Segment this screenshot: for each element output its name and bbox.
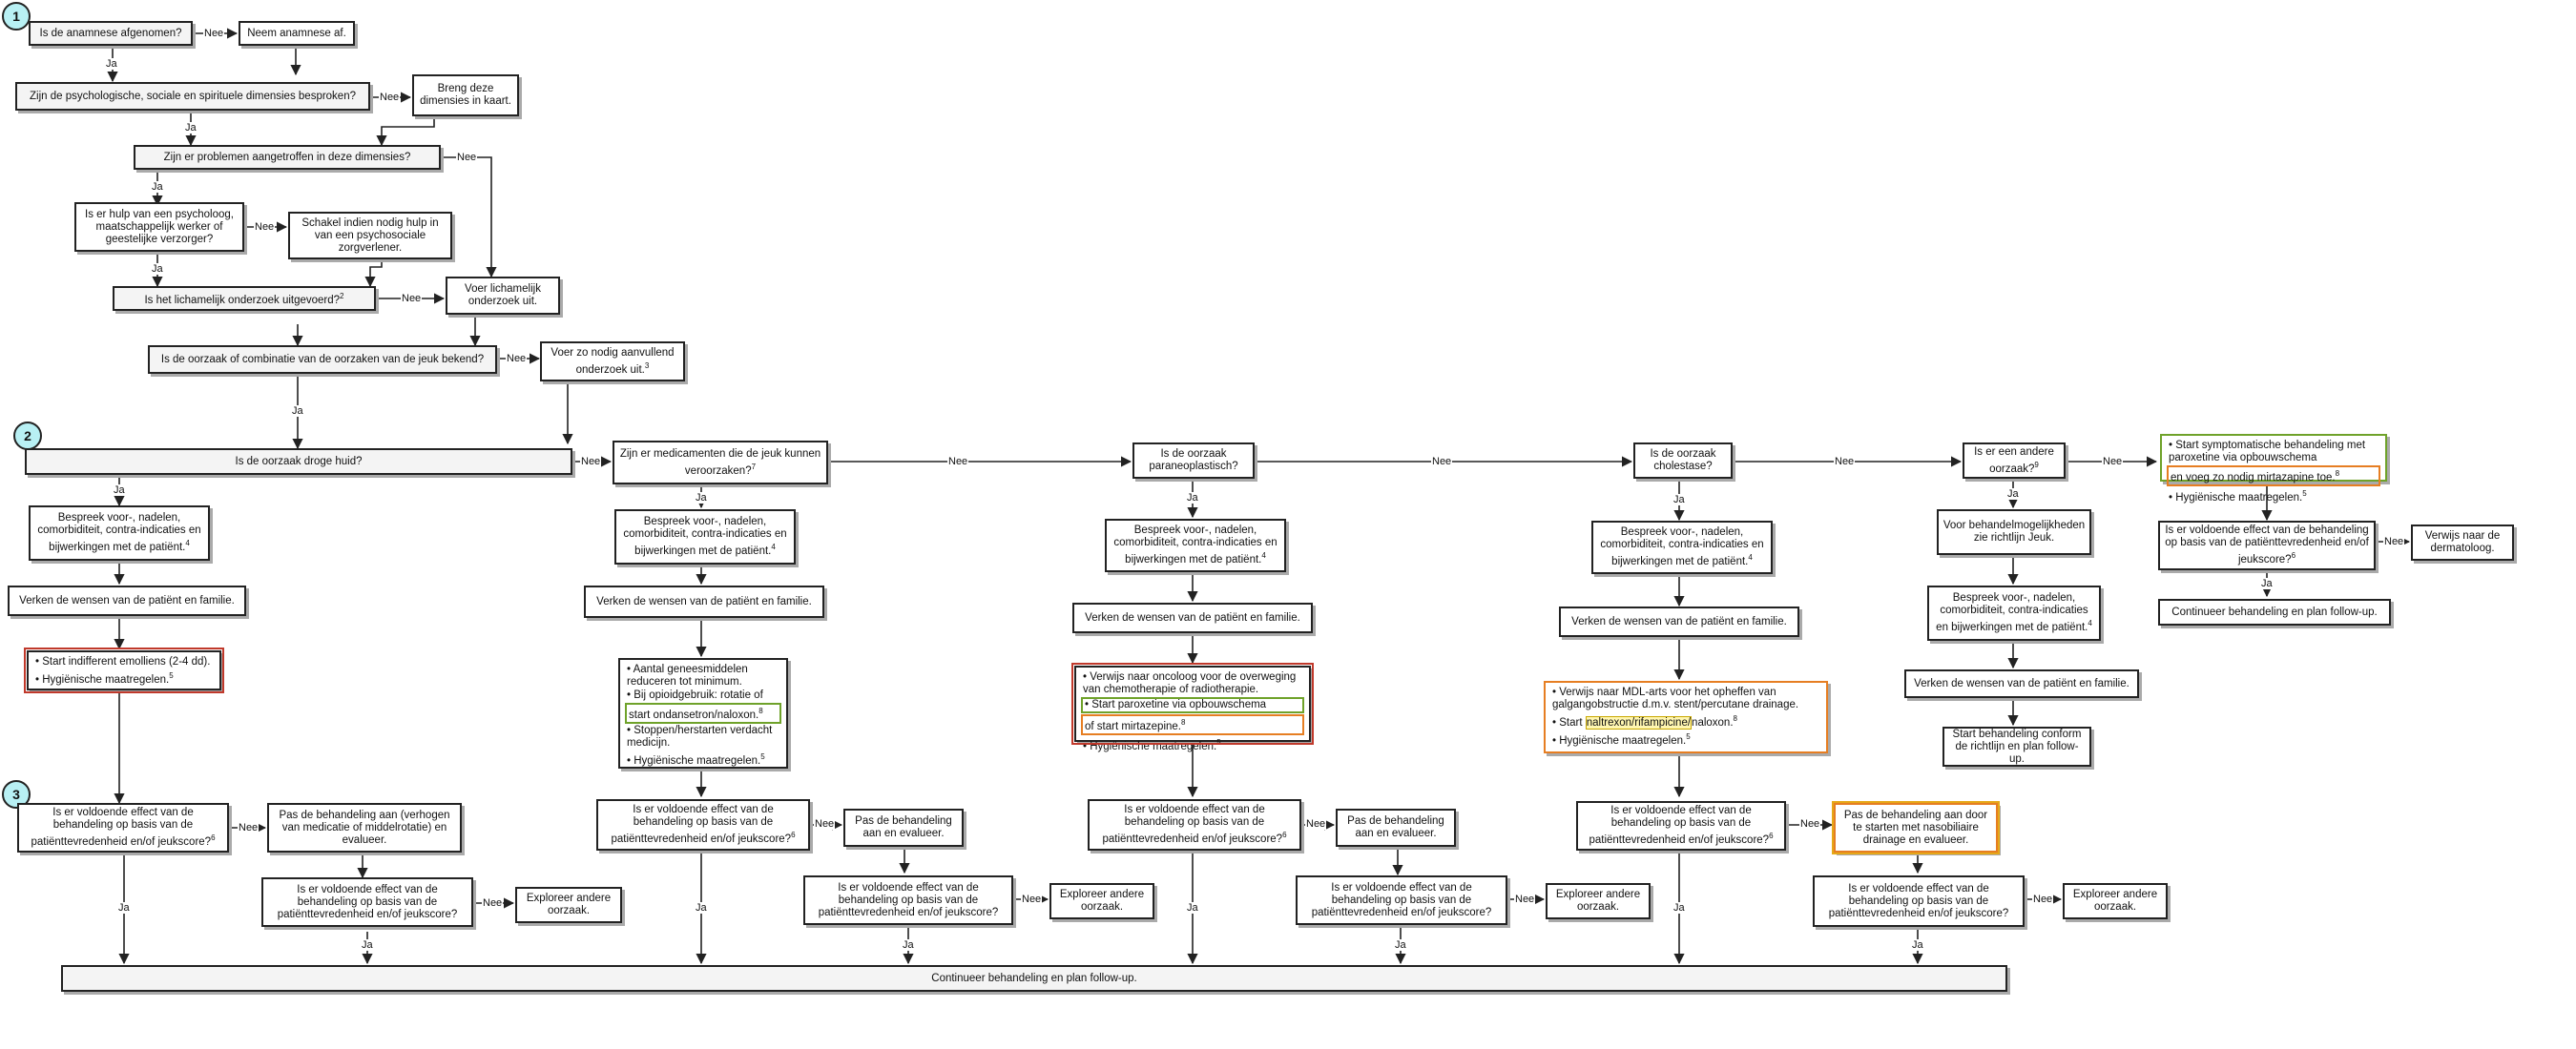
question-effect-1b: Is er voldoende effect van de behandelin… <box>261 877 473 927</box>
question-hulp: Is er hulp van een psycholoog, maatschap… <box>74 202 244 252</box>
discuss-pros-cons-4: Bespreek voor-, nadelen, comorbiditeit, … <box>1591 521 1773 574</box>
question-anamnese: Is de anamnese afgenomen? <box>29 21 193 46</box>
adjust-treatment-3: Pas de behandeling aan en evalueer. <box>1336 809 1456 847</box>
label-ja: Ja <box>695 902 708 914</box>
explore-wishes-3: Verken de wensen van de patiënt en famil… <box>1072 603 1313 633</box>
question-effect-1: Is er voldoende effect van de behandelin… <box>17 803 229 853</box>
label-ja: Ja <box>151 263 164 275</box>
label-nee: Nee <box>1021 894 1043 905</box>
adjust-treatment-drainage: Pas de behandeling aan door te starten m… <box>1832 801 2000 854</box>
question-oorzaak-bekend: Is de oorzaak of combinatie van de oorza… <box>148 345 497 374</box>
question-effect-4: Is er voldoende effect van de behandelin… <box>1576 801 1786 851</box>
label-nee: Nee <box>2032 894 2054 905</box>
label-nee: Nee <box>379 92 401 103</box>
explore-other-cause-1: Exploreer andere oorzaak. <box>515 887 622 923</box>
question-problemen: Zijn er problemen aangetroffen in deze d… <box>134 145 441 170</box>
adjust-treatment-2: Pas de behandeling aan en evalueer. <box>843 809 964 847</box>
label-ja: Ja <box>151 181 164 193</box>
question-effect-2b: Is er voldoende effect van de behandelin… <box>803 875 1013 925</box>
action-hulp: Schakel indien nodig hulp in van een psy… <box>288 212 452 259</box>
question-effect-symptomatisch: Is er voldoende effect van de behandelin… <box>2158 521 2376 570</box>
continue-follow-up-small: Continueer behandeling en plan follow-up… <box>2158 599 2391 626</box>
explore-wishes-2: Verken de wensen van de patiënt en famil… <box>584 586 824 618</box>
discuss-pros-cons-5: Bespreek voor-, nadelen, comorbiditeit, … <box>1927 586 2101 641</box>
label-nee: Nee <box>401 293 423 304</box>
label-ja: Ja <box>902 939 915 951</box>
treatment-list-droge-huid: • Start indifferent emolliens (2-4 dd). … <box>24 648 224 693</box>
label-nee: Nee <box>947 456 969 467</box>
label-ja: Ja <box>1186 902 1199 914</box>
treatment-list-cholestase: • Verwijs naar MDL-arts voor het opheffe… <box>1544 681 1828 753</box>
treatment-options-guideline: Voor behandelmogelijkheden zie richtlijn… <box>1937 509 2091 555</box>
label-nee: Nee <box>506 353 528 364</box>
discuss-pros-cons-2: Bespreek voor-, nadelen, comorbiditeit, … <box>614 509 796 565</box>
start-treatment-guideline: Start behandeling conform de richtlijn e… <box>1942 727 2091 767</box>
adjust-treatment-1: Pas de behandeling aan (verhogen van med… <box>267 803 462 853</box>
refer-dermatologist: Verwijs naar de dermatoloog. <box>2411 524 2514 561</box>
treatment-list-medicamenten: • Aantal geneesmiddelen reduceren tot mi… <box>618 658 788 769</box>
explore-wishes-1: Verken de wensen van de patiënt en famil… <box>8 586 246 616</box>
label-ja: Ja <box>1672 494 1686 505</box>
label-nee: Nee <box>1834 456 1856 467</box>
question-dimensies: Zijn de psychologische, sociale en spiri… <box>15 82 370 111</box>
question-andere-oorzaak: Is er een andere oorzaak?9 <box>1963 442 2066 479</box>
label-ja: Ja <box>2260 578 2274 589</box>
action-dimensies: Breng deze dimensies in kaart. <box>412 74 519 116</box>
label-nee: Nee <box>456 152 478 163</box>
label-nee: Nee <box>238 822 260 833</box>
label-ja: Ja <box>695 492 708 504</box>
label-nee: Nee <box>254 221 276 233</box>
label-nee: Nee <box>814 818 836 830</box>
question-droge-huid: Is de oorzaak droge huid? <box>25 448 572 475</box>
explore-wishes-4: Verken de wensen van de patiënt en famil… <box>1559 607 1799 637</box>
label-ja: Ja <box>117 902 131 914</box>
label-ja: Ja <box>2006 488 2020 500</box>
question-paraneoplastisch: Is de oorzaak paraneoplastisch? <box>1132 442 1255 479</box>
label-nee: Nee <box>482 897 504 909</box>
discuss-pros-cons-3: Bespreek voor-, nadelen, comorbiditeit, … <box>1105 519 1286 572</box>
explore-other-cause-2: Exploreer andere oorzaak. <box>1049 883 1154 919</box>
label-ja: Ja <box>1911 939 1924 951</box>
question-medicamenten: Zijn er medicamenten die de jeuk kunnen … <box>613 441 828 484</box>
question-cholestase: Is de oorzaak cholestase? <box>1633 442 1733 479</box>
label-ja: Ja <box>1186 492 1199 504</box>
explore-other-cause-4: Exploreer andere oorzaak. <box>2063 883 2168 919</box>
action-lichamelijk: Voer lichamelijk onderzoek uit. <box>446 277 560 315</box>
label-nee: Nee <box>1799 818 1821 830</box>
label-nee: Nee <box>1305 818 1327 830</box>
question-effect-2: Is er voldoende effect van de behandelin… <box>596 799 810 851</box>
discuss-pros-cons-1: Bespreek voor-, nadelen, comorbiditeit, … <box>29 505 210 561</box>
label-ja: Ja <box>184 122 197 134</box>
step-badge-3: 3 <box>2 780 31 809</box>
label-nee: Nee <box>2383 536 2405 547</box>
continue-follow-up: Continueer behandeling en plan follow-up… <box>61 965 2007 992</box>
step-badge-1: 1 <box>2 2 31 31</box>
label-nee: Nee <box>1431 456 1453 467</box>
label-nee: Nee <box>1514 894 1536 905</box>
treatment-list-symptomatisch: • Start symptomatische behandeling met p… <box>2160 434 2387 504</box>
label-ja: Ja <box>105 58 118 70</box>
question-effect-3: Is er voldoende effect van de behandelin… <box>1088 799 1301 851</box>
step-badge-2: 2 <box>13 422 42 450</box>
label-nee: Nee <box>2102 456 2124 467</box>
explore-wishes-5: Verken de wensen van de patiënt en famil… <box>1904 669 2139 698</box>
treatment-list-paraneoplastisch: • Verwijs naar oncoloog voor de overwegi… <box>1071 663 1314 752</box>
question-effect-3b: Is er voldoende effect van de behandelin… <box>1296 875 1507 925</box>
label-ja: Ja <box>361 939 374 951</box>
explore-other-cause-3: Exploreer andere oorzaak. <box>1546 883 1651 919</box>
action-oorzaak-onderzoek: Voer zo nodig aanvullend onderzoek uit.3 <box>540 341 685 381</box>
action-anamnese: Neem anamnese af. <box>239 21 355 46</box>
label-nee: Nee <box>580 456 602 467</box>
label-ja: Ja <box>1672 902 1686 914</box>
label-nee: Nee <box>203 28 225 39</box>
question-lichamelijk: Is het lichamelijk onderzoek uitgevoerd?… <box>113 286 376 311</box>
question-effect-4b: Is er voldoende effect van de behandelin… <box>1813 875 2025 927</box>
label-ja: Ja <box>291 405 304 417</box>
label-ja: Ja <box>1394 939 1407 951</box>
label-ja: Ja <box>113 484 126 496</box>
